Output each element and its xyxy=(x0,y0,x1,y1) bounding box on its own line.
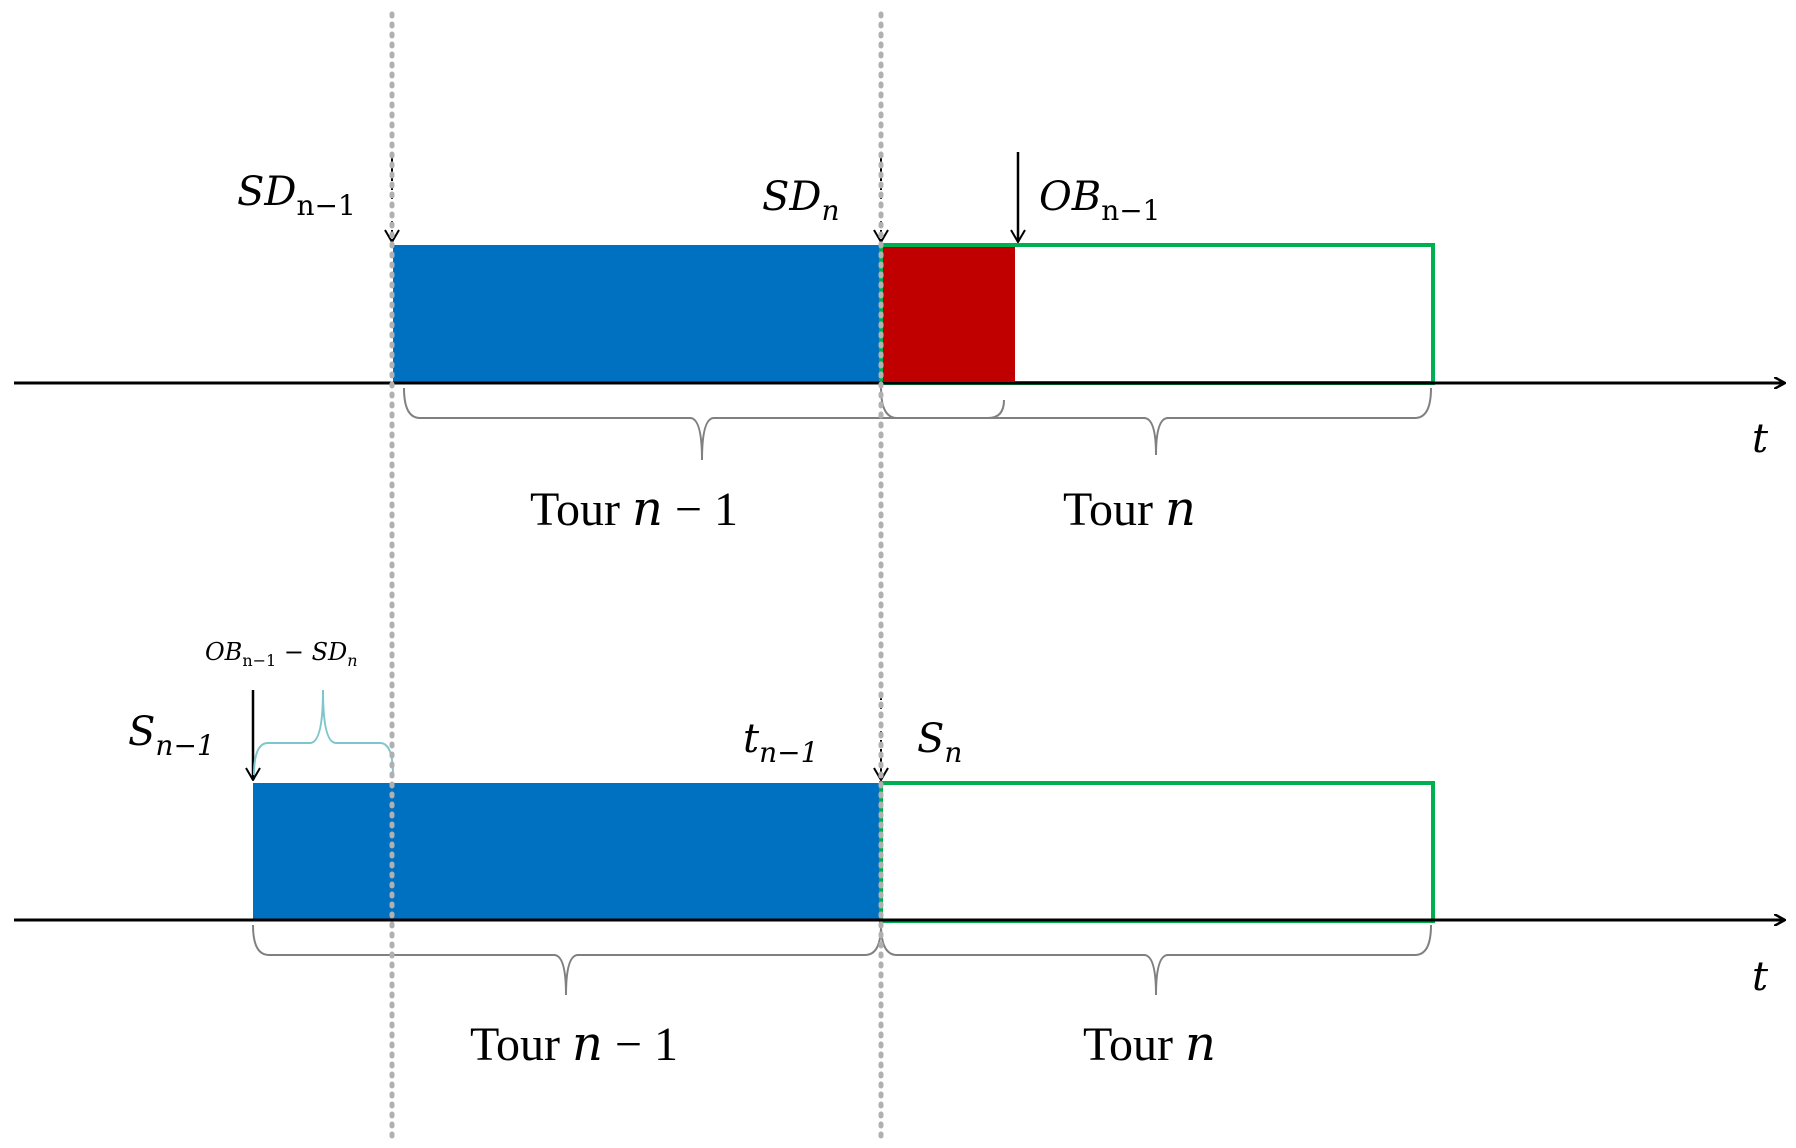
top-tour-prev-brace xyxy=(403,387,1005,461)
bottom-tour-n-label: Tour n xyxy=(1083,1016,1216,1072)
bottom-tour-n-outline xyxy=(879,781,1435,923)
top-sd-prev-label: SDn−1 xyxy=(237,169,356,222)
bottom-axis-t-label: t xyxy=(1752,954,1769,1000)
bottom-tour-prev-block xyxy=(253,783,881,921)
top-overlap-block xyxy=(881,245,1015,383)
top-axis-t-label: t xyxy=(1752,416,1769,462)
top-ob-prev-label: OBn−1 xyxy=(1039,174,1161,227)
top-tour-n-label: Tour n xyxy=(1063,481,1196,537)
bottom-t-prev-label: tn−1 xyxy=(743,716,818,769)
bottom-tour-n-brace xyxy=(880,924,1432,996)
bottom-s-prev-label: Sn−1 xyxy=(128,709,215,762)
bottom-s-n-label: Sn xyxy=(917,716,962,769)
top-tour-prev-block xyxy=(393,245,881,383)
bottom-tour-prev-brace xyxy=(252,924,882,996)
bottom-offset-label: OBn−1 − SDn xyxy=(205,638,358,670)
bottom-offset-brace xyxy=(253,689,394,776)
top-sd-n-label: SDn xyxy=(762,174,840,227)
top-tour-prev-label: Tour n − 1 xyxy=(530,481,738,537)
bottom-tour-prev-label: Tour n − 1 xyxy=(470,1016,678,1072)
top-tour-n-brace xyxy=(880,387,1432,456)
